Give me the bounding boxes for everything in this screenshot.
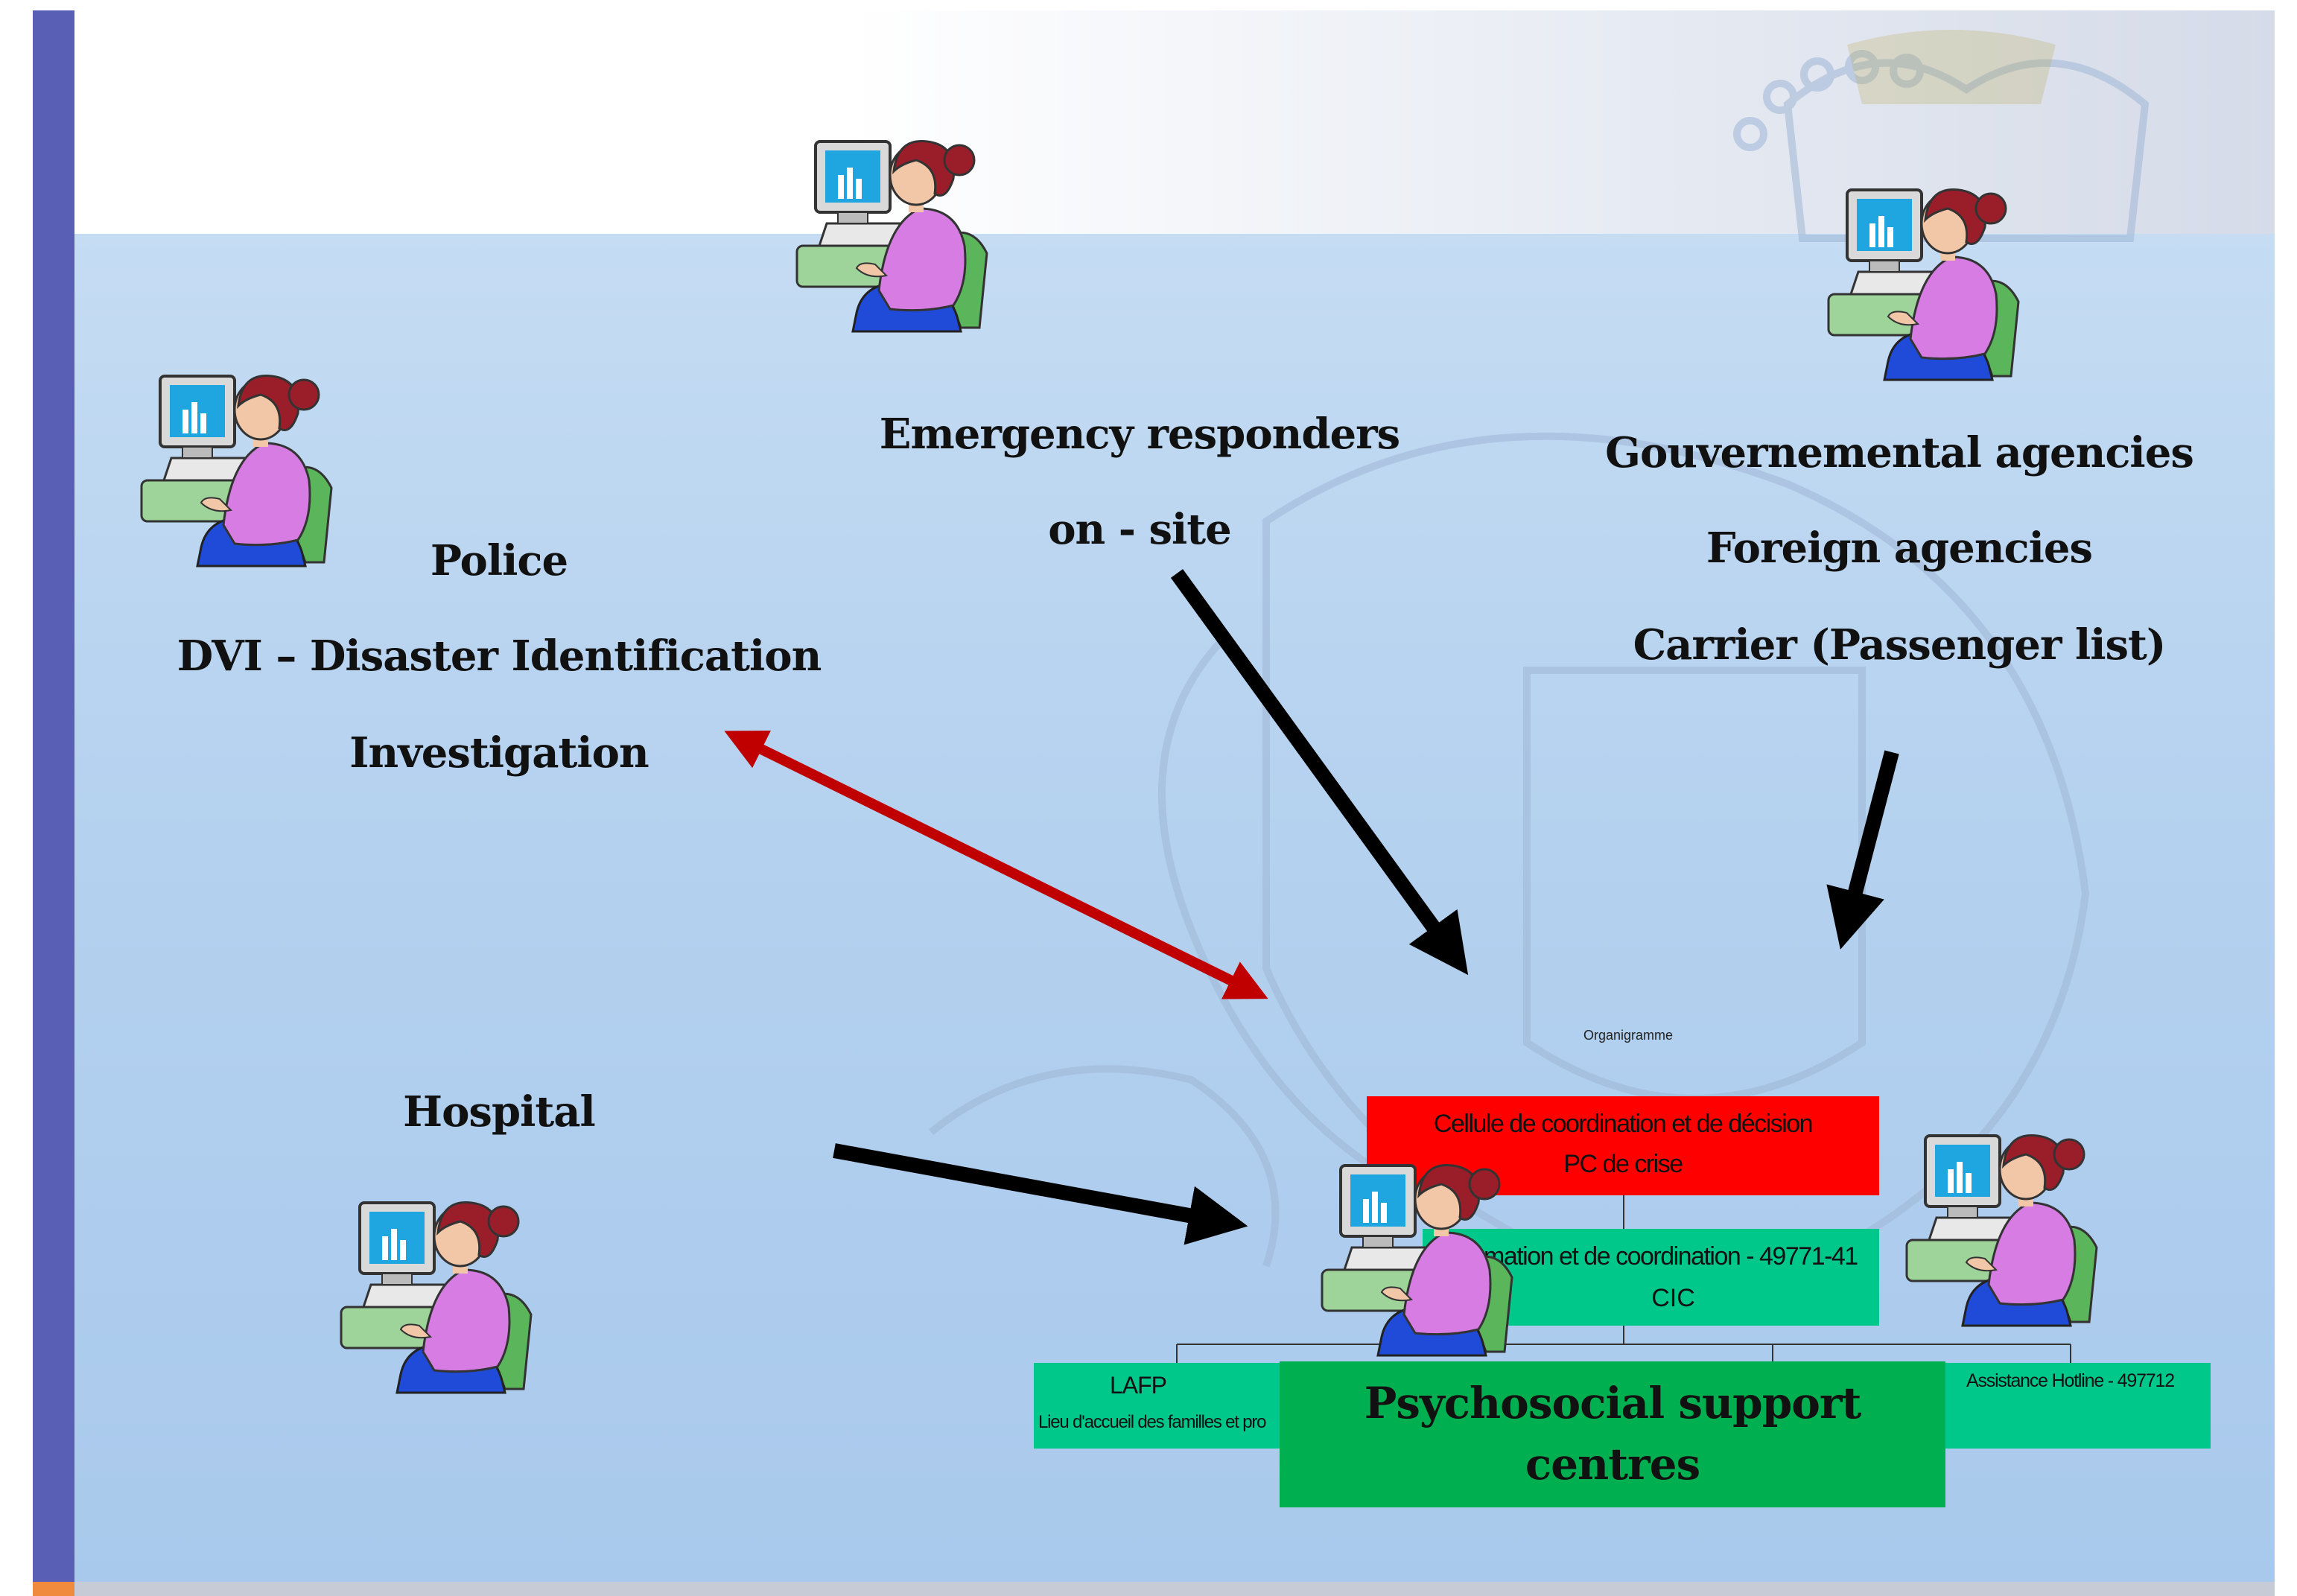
emergency-label-line2: on - site [1048,505,1232,554]
psychosocial-line1: Psychosocial support [1364,1378,1862,1428]
crisis-cell-box: Cellule de coordination et de décision P… [1367,1096,1879,1195]
office-worker-icon [1827,188,2020,381]
organigram-title: Organigramme [1583,1028,1674,1043]
accent-bar [33,10,74,1582]
hotline-line1: Assistance Hotline - 497712 [1966,1370,2175,1391]
crisis-cell-line2: PC de crise [1563,1150,1683,1178]
carrier-label: Carrier (Passenger list) [1633,620,2167,670]
hospital-arrow [833,1143,1248,1245]
hospital-label: Hospital [403,1087,596,1136]
police-arrow [724,731,1268,999]
office-worker-icon [1905,1134,2098,1327]
office-worker-icon [1321,1163,1513,1357]
police-label: Police [430,536,568,585]
psychosocial-line2: centres [1525,1439,1700,1490]
investigation-label: Investigation [349,728,649,778]
psychosocial-box: Psychosocial support centres [1280,1361,1945,1507]
cic-line2: CIC [1651,1284,1695,1312]
dvi-label: DVI – Disaster Identification [177,632,822,681]
footer-bar [33,1582,2275,1596]
office-worker-icon [795,139,988,333]
government-label: Gouvernemental agencies [1605,428,2194,477]
government-arrow [1826,750,1899,950]
emergency-label-line1: Emergency responders [879,410,1400,459]
emergency-arrow [1170,569,1469,976]
hotline-box: Assistance Hotline - 497712 [1937,1363,2211,1449]
lafp-box: LAFP Lieu d'accueil des familles et pro [1034,1363,1287,1449]
cic-line1: mation et de coordination - 49771-41 [1484,1242,1858,1271]
crisis-cell-line1: Cellule de coordination et de décision [1433,1110,1814,1138]
office-worker-icon [340,1201,533,1394]
foreign-agencies-label: Foreign agencies [1706,524,2093,573]
lafp-line1: LAFP [1109,1372,1167,1399]
lafp-line2: Lieu d'accueil des familles et pro [1038,1412,1267,1432]
